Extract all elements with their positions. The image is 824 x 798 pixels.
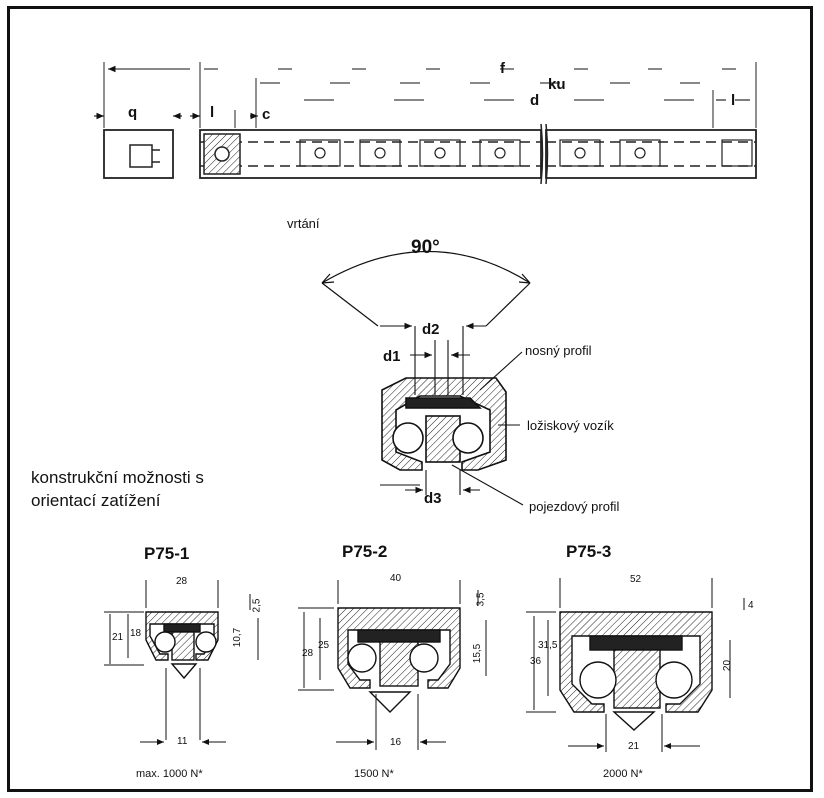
variant-1-h-inner: 18 [130, 628, 142, 639]
drawing-frame [7, 6, 813, 792]
variant-1-h-right: 10,7 [232, 627, 244, 648]
variant-2-width: 40 [390, 573, 402, 584]
variant-3-load: 2000 N* [603, 768, 643, 780]
variant-3-h-inner: 31,5 [538, 640, 558, 651]
dim-d2: d2 [422, 321, 440, 338]
variant-3-width: 52 [630, 574, 642, 585]
cross-section [380, 377, 507, 486]
variant-1-section [145, 611, 219, 680]
variant-3-top: 4 [748, 600, 754, 611]
rail-side-view [103, 62, 757, 185]
options-title-line2: orientací zatížení [31, 491, 161, 510]
dim-d: d [530, 92, 540, 109]
dim-d1: d1 [383, 348, 401, 365]
variant-3-bottom: 21 [628, 741, 640, 752]
variant-2-h-right: 15,5 [472, 643, 484, 664]
variant-1-bottom: 11 [177, 736, 188, 747]
angle-arc [321, 250, 531, 327]
dim-f: f [500, 60, 505, 77]
variant-2-model: P75-2 [342, 542, 388, 561]
dim-c: c [262, 106, 271, 123]
variant-1-model: P75-1 [144, 544, 190, 563]
drilling-label: vrtání [287, 216, 320, 231]
variant-2-load: 1500 N* [354, 768, 394, 780]
variant-1-width: 28 [176, 576, 188, 587]
variant-3-section [559, 611, 713, 731]
variant-2-bottom: 16 [390, 737, 402, 748]
options-title: konstrukční možnosti s orientací zatížen… [31, 466, 204, 512]
variant-3-h-outer: 36 [530, 656, 542, 667]
variant-3-dims [526, 578, 745, 752]
dim-l-right: l [731, 92, 736, 109]
dim-ku: ku [548, 76, 566, 93]
variant-2-h-inner: 25 [318, 640, 330, 651]
dim-q: q [128, 104, 138, 121]
section-dimension-lines [380, 322, 524, 506]
variant-1-load: max. 1000 N* [136, 768, 203, 780]
variant-1-top: 2,5 [251, 598, 263, 613]
angle-label: 90° [411, 237, 440, 258]
dim-l-left: l [210, 104, 215, 121]
bearing-profile-label: nosný profil [525, 343, 592, 358]
variant-2-dims [298, 580, 487, 750]
variant-3-h-right: 20 [722, 659, 734, 672]
variant-3-model: P75-3 [566, 542, 612, 561]
variant-1-h-outer: 21 [112, 632, 124, 643]
carriage-label: ložiskový vozík [527, 418, 614, 433]
dim-d3: d3 [424, 490, 442, 507]
variant-2-h-outer: 28 [302, 648, 314, 659]
variant-2-top: 3,5 [475, 592, 487, 607]
variant-2-section [337, 607, 461, 713]
variant-1-dims [104, 580, 259, 745]
options-title-line1: konstrukční možnosti s [31, 468, 204, 487]
rail-dimension-lines [94, 65, 750, 120]
running-profile-label: pojezdový profil [529, 499, 620, 514]
